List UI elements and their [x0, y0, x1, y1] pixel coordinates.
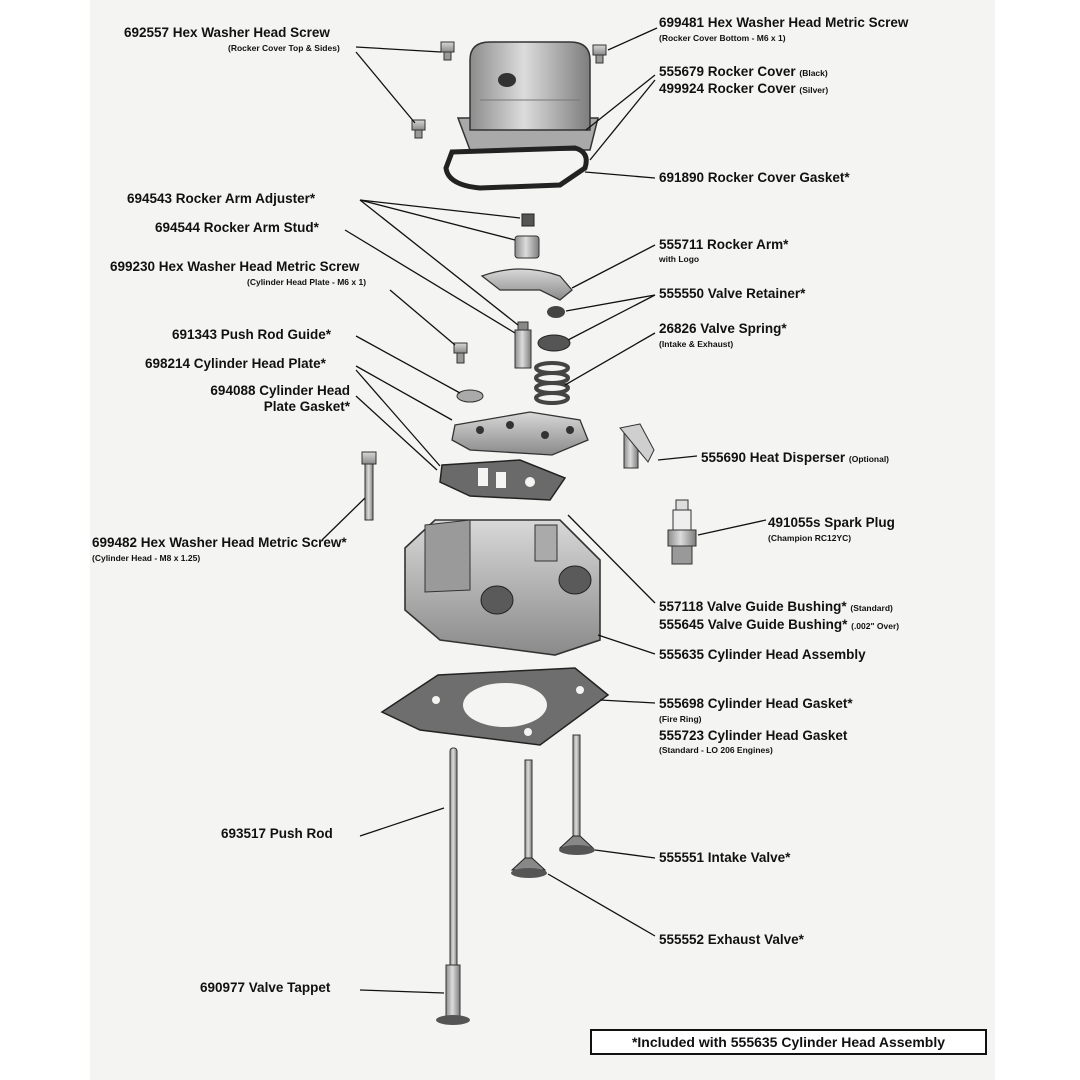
- rocker-arm-adjuster-part: [521, 213, 535, 227]
- label-555552: 555552 Exhaust Valve*: [659, 932, 804, 947]
- note-555698: (Fire Ring): [659, 714, 702, 724]
- note-555690: (Optional): [848, 454, 890, 464]
- note-557118: (Standard): [850, 603, 893, 613]
- cylinder-head-assembly-part: [404, 519, 601, 656]
- label-694088: 694088 Cylinder Head Plate Gasket*: [210, 383, 350, 414]
- label-699230: 699230 Hex Washer Head Metric Screw: [110, 259, 360, 274]
- rocker-arm-part: [480, 268, 573, 301]
- push-rod-guide-part: [456, 389, 484, 403]
- leader-555550-b: [567, 294, 656, 341]
- label-698214: 698214 Cylinder Head Plate*: [145, 356, 326, 371]
- intake-valve-part: [558, 734, 595, 855]
- label-555551: 555551 Intake Valve*: [659, 850, 791, 865]
- label-555645: 555645 Valve Guide Bushing* (.002" Over): [659, 617, 900, 632]
- leader-555635: [597, 634, 656, 655]
- leader-694543-a: [359, 199, 521, 219]
- label-555550: 555550 Valve Retainer*: [659, 286, 806, 301]
- leader-694543-b: [359, 199, 516, 241]
- leader-699482: [321, 497, 366, 541]
- leader-698214: [355, 365, 453, 421]
- note-555723: (Standard - LO 206 Engines): [659, 745, 773, 755]
- label-555690: 555690 Heat Disperser (Optional): [701, 450, 890, 465]
- label-692557: 692557 Hex Washer Head Screw: [124, 25, 330, 40]
- leader-690977: [359, 989, 445, 994]
- label-26826: 26826 Valve Spring*: [659, 321, 787, 336]
- note-555645: (.002" Over): [851, 621, 900, 631]
- rocker-cover-gasket-part: [443, 145, 589, 191]
- leader-lines: [321, 27, 767, 994]
- label-691890: 691890 Rocker Cover Gasket*: [659, 170, 850, 185]
- valve-retainer-small-part: [547, 306, 565, 318]
- leader-694088-b: [355, 395, 438, 471]
- valve-retainer-large-part: [537, 334, 571, 352]
- note-699482: (Cylinder Head - M8 x 1.25): [92, 553, 201, 563]
- leader-555552: [547, 873, 656, 937]
- label-555723: 555723 Cylinder Head Gasket: [659, 728, 848, 743]
- leader-557118: [567, 514, 656, 604]
- leader-694543-c: [359, 199, 519, 326]
- rocker-arm-stud-part: [514, 235, 540, 259]
- cylinder-head-plate-part: [451, 411, 589, 456]
- note-555711: with Logo: [659, 254, 700, 264]
- cylinder-head-plate-gasket-part: [439, 459, 567, 501]
- leader-26826: [564, 332, 656, 386]
- included-parts-footnote: *Included with 555635 Cylinder Head Asse…: [590, 1029, 987, 1055]
- valve-tappet-part: [436, 964, 470, 1025]
- rocker-cover-screw-top: [440, 41, 455, 61]
- note-26826: (Intake & Exhaust): [659, 339, 734, 349]
- heat-disperser-part: [619, 423, 655, 469]
- leader-694088-a: [355, 369, 441, 467]
- label-557118: 557118 Valve Guide Bushing* (Standard): [659, 599, 893, 614]
- leader-555690: [657, 455, 698, 461]
- leader-rocker-cover-b: [589, 79, 656, 161]
- push-rod-part: [449, 747, 458, 971]
- leader-491055: [697, 519, 767, 536]
- leader-555551: [594, 849, 656, 859]
- cylinder-head-screw-part: [361, 451, 377, 521]
- label-693517: 693517 Push Rod: [221, 826, 333, 841]
- label-694543: 694543 Rocker Arm Adjuster*: [127, 191, 316, 206]
- valve-spring-part: [534, 361, 570, 405]
- note-555679: (Black): [799, 68, 828, 78]
- leader-555550-a: [565, 294, 656, 312]
- leader-699481: [607, 27, 658, 51]
- cylinder-head-plate-screw-part: [453, 342, 468, 364]
- leader-692557-a: [355, 46, 442, 53]
- label-690977: 690977 Valve Tappet: [200, 980, 331, 995]
- label-555711: 555711 Rocker Arm*: [659, 237, 789, 252]
- label-499924: 499924 Rocker Cover (Silver): [659, 81, 829, 96]
- label-699481: 699481 Hex Washer Head Metric Screw: [659, 15, 909, 30]
- rocker-cover-part: [456, 41, 599, 151]
- leader-691343: [355, 335, 461, 394]
- label-699482: 699482 Hex Washer Head Metric Screw*: [92, 535, 347, 550]
- leader-555698: [599, 699, 656, 704]
- label-555679: 555679 Rocker Cover (Black): [659, 64, 828, 79]
- leader-691890: [584, 171, 656, 179]
- label-694544: 694544 Rocker Arm Stud*: [155, 220, 319, 235]
- leader-555711: [571, 244, 656, 289]
- leader-694544: [344, 229, 516, 334]
- rocker-cover-screw-bottom: [592, 44, 607, 64]
- label-555698: 555698 Cylinder Head Gasket*: [659, 696, 853, 711]
- leader-699230: [389, 289, 456, 346]
- exhaust-valve-part: [510, 759, 547, 878]
- rocker-cover-screw-side: [411, 119, 426, 139]
- note-699481: (Rocker Cover Bottom - M6 x 1): [659, 33, 786, 43]
- push-rod-guide-stud-part: [514, 321, 532, 369]
- cylinder-head-gasket-part: [380, 667, 610, 746]
- note-499924: (Silver): [799, 85, 829, 95]
- label-555635: 555635 Cylinder Head Assembly: [659, 647, 866, 662]
- note-699230: (Cylinder Head Plate - M6 x 1): [247, 277, 367, 287]
- note-491055: (Champion RC12YC): [768, 533, 852, 543]
- leader-692557-b: [355, 51, 416, 124]
- leader-693517: [359, 807, 445, 837]
- note-692557: (Rocker Cover Top & Sides): [228, 43, 340, 53]
- leader-rocker-cover-a: [585, 74, 656, 131]
- label-491055: 491055s Spark Plug: [768, 515, 895, 530]
- spark-plug-part: [667, 499, 697, 565]
- label-691343: 691343 Push Rod Guide*: [172, 327, 332, 342]
